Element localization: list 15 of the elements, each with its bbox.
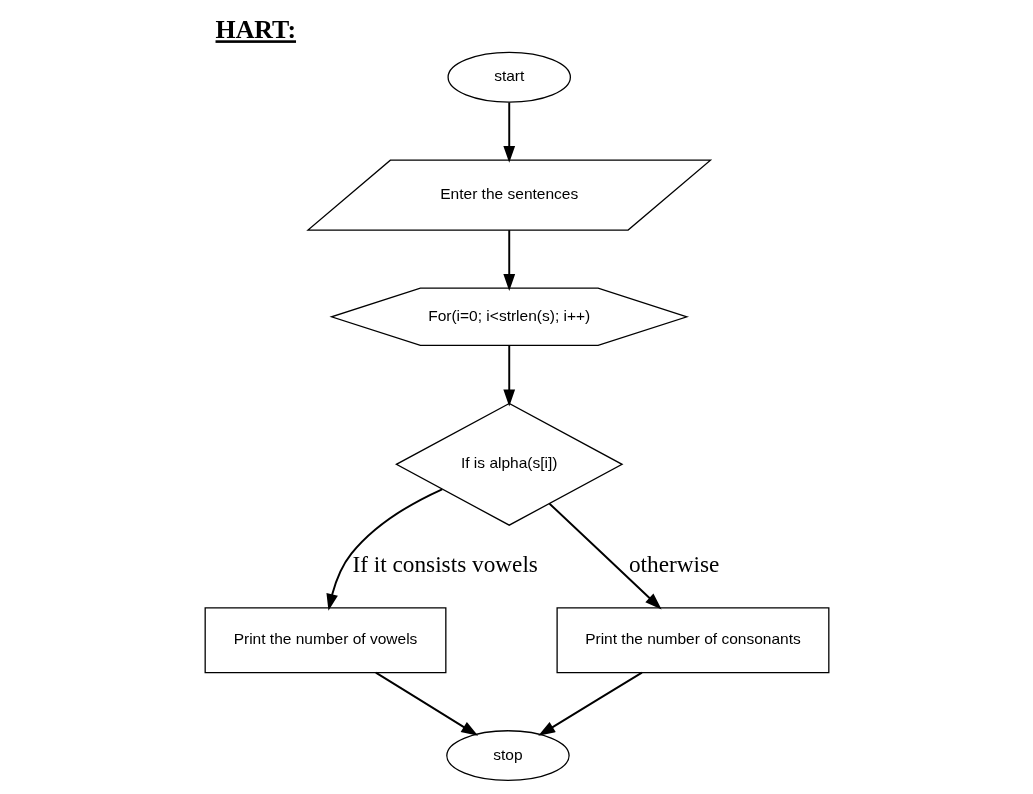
node-box: Print the number of consonants (555, 607, 829, 674)
arrow (374, 671, 478, 736)
node-diamond: If is alpha(s[i]) (394, 402, 623, 526)
arrow (548, 502, 662, 610)
edge-label: If it consists vowels (351, 551, 538, 578)
node-ellipse: stop (445, 730, 570, 782)
diagram-title: HART: (215, 15, 296, 45)
arrow (537, 671, 643, 736)
arrow (502, 344, 515, 407)
node-box: Print the number of vowels (204, 607, 446, 674)
arrow (325, 488, 443, 611)
edge-label: otherwise (628, 551, 719, 578)
node-ellipse: start (446, 51, 571, 103)
arrow (502, 229, 515, 291)
arrow (502, 101, 515, 163)
